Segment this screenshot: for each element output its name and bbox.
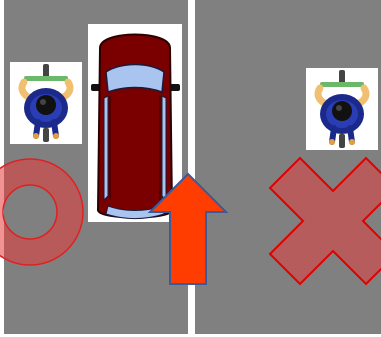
circle-mark-icon	[0, 158, 84, 266]
cyclist-icon	[306, 68, 378, 150]
lane-divider	[188, 0, 195, 337]
minivan-icon	[88, 24, 182, 222]
road-bottom-edge	[0, 334, 381, 337]
up-arrow-icon	[147, 172, 229, 285]
right-lane	[268, 68, 381, 286]
cyclist-icon	[10, 62, 82, 144]
cross-mark-icon	[268, 156, 381, 286]
left-lane	[0, 24, 229, 285]
